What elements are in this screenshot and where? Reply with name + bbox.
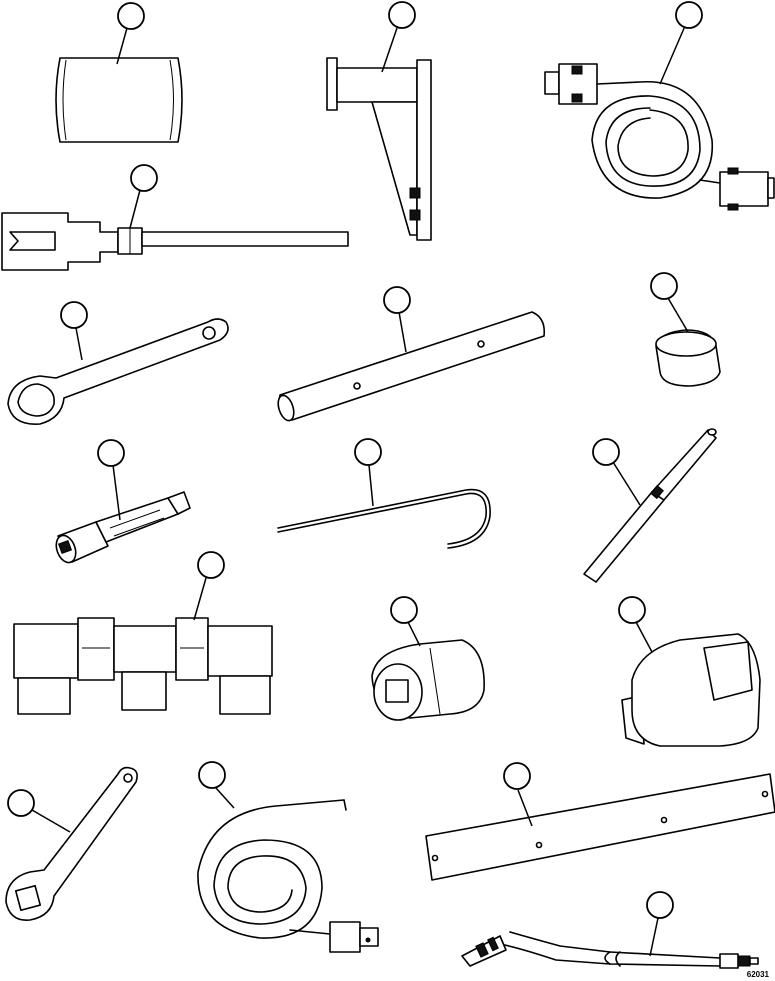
tool-square-socket [618,596,761,747]
callout-circle [390,596,418,624]
callout-circle [7,789,35,817]
tool-small-wrench [5,766,138,921]
callout-circle [650,272,678,300]
tool-hook [277,438,491,549]
figure-id-label: 62031 [746,970,769,979]
tool-data-cable [544,1,775,211]
tool-fitting-assembly [13,551,273,715]
callout-circle [354,438,382,466]
callout-circle [388,1,416,29]
callout-circle [503,762,531,790]
callout-circle [646,891,674,919]
tool-extension [55,439,191,564]
tool-punch [583,428,717,583]
callout-circle [383,286,411,314]
tool-puller [1,164,349,271]
tool-box-wrench [7,301,229,425]
tool-bushing [650,272,721,387]
callout-circle [592,438,620,466]
tool-coil-cable [197,761,379,953]
callout-circle [198,761,226,789]
tool-bracket [326,1,432,241]
callout-circle [130,164,158,192]
callout-circle [117,2,145,30]
tool-socket [371,596,485,721]
callout-circle [675,1,703,29]
tool-tube [277,286,546,422]
callout-circle [97,439,125,467]
callout-circle [618,596,646,624]
callout-circle [197,551,225,579]
tool-hose [461,891,759,969]
tool-sleeve [55,2,183,143]
callout-circle [60,301,88,329]
tool-flat-bar [425,762,775,881]
